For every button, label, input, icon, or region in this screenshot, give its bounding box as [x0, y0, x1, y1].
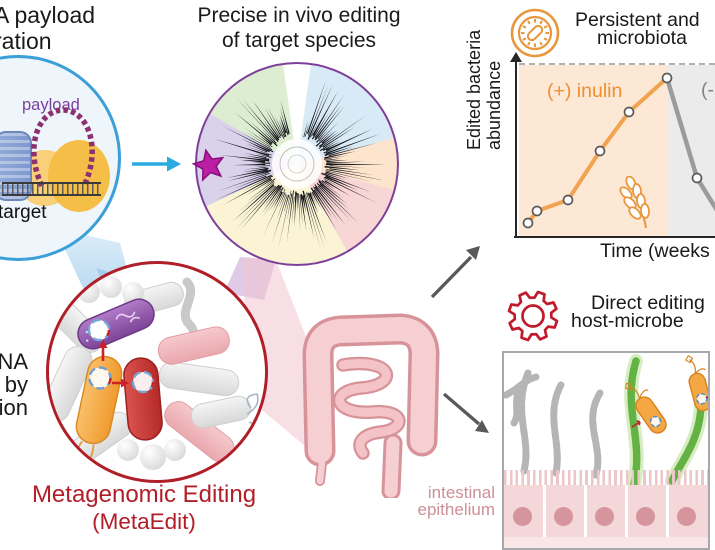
- edited-purple-bacterium: [77, 298, 155, 350]
- red-edit-mark-1: [631, 420, 641, 428]
- red-plasmid-red-arc: [131, 370, 155, 394]
- gray-arrow-up-shaft: [430, 255, 473, 299]
- orange-plasmid: [88, 366, 112, 390]
- epithelium-label-line2: epithelium: [417, 500, 496, 519]
- cell-border: [666, 485, 669, 537]
- tree-title-line2: of target species: [221, 29, 377, 52]
- epithelium-label-line1: intestinal: [427, 483, 495, 502]
- orange-plasmid-red-arc: [88, 366, 112, 390]
- gray-arrow-up-head: [466, 246, 480, 260]
- tree-panel-title: Precise in vivo editing of target specie…: [185, 3, 413, 53]
- edited-orange-bacterium-1: [624, 382, 667, 434]
- phylogenetic-tree-circle: [195, 62, 399, 266]
- metaedit-community-circle: [46, 261, 268, 483]
- cell-nucleus: [595, 507, 614, 526]
- metaedit-caption-line2: (MetaEdit): [92, 509, 196, 534]
- target-dna-ladder: [2, 182, 101, 196]
- payload-heading-line2: ration: [0, 28, 52, 54]
- intestinal-epithelium-label: intestinal epithelium: [383, 483, 496, 519]
- epithelial-cell-row: [504, 485, 708, 537]
- gray-arrow-down-head: [475, 420, 489, 433]
- red-edit-mark-2: [705, 396, 708, 399]
- payload-heading-line1: A payload: [0, 2, 96, 28]
- epithelium-bacteria: [504, 354, 708, 485]
- payload-integration-heading: A payload ration: [0, 2, 95, 54]
- purple-plasmid-red-arc: [87, 318, 111, 342]
- persistence-heading-line1: Persistent and: [575, 9, 700, 31]
- payload-dna-loop: [31, 107, 95, 188]
- protein-blob-yellow: [48, 140, 110, 212]
- basement-band: [504, 537, 708, 548]
- red-plasmid: [131, 370, 155, 394]
- gray-arrow-down-shaft: [442, 392, 481, 426]
- chart-y-axis: [515, 60, 518, 238]
- cell-nucleus: [677, 507, 696, 526]
- chart-x-axis-label: Time (weeks: [600, 240, 710, 262]
- minus-inulin-label: (-: [701, 79, 714, 101]
- persistence-timer-icon: [510, 8, 560, 58]
- target-species-star-icon: [191, 148, 225, 182]
- intestine-illustration: [302, 313, 440, 498]
- tree-title-line1: Precise in vivo editing: [197, 4, 401, 27]
- bacteria-community: [49, 276, 263, 470]
- conjugation-delivery-text: NA by ion: [0, 350, 28, 419]
- cell-nucleus: [636, 507, 655, 526]
- transfer-arrow-right-head: [121, 378, 129, 388]
- abundance-plot: [522, 72, 715, 229]
- recipient-red-bacterium: [123, 357, 163, 441]
- cell-border: [625, 485, 628, 537]
- direct-editing-heading-line1: Direct editing: [591, 292, 705, 314]
- cyan-arrow-head: [167, 156, 181, 172]
- phylogenetic-tree: [214, 79, 386, 251]
- cell-border: [543, 485, 546, 537]
- cell-nucleus: [554, 507, 573, 526]
- cell-border: [584, 485, 587, 537]
- transfer-arrow-up-head: [98, 340, 108, 348]
- gear-icon: [507, 290, 559, 342]
- conjugation-text-line2: by: [4, 372, 28, 397]
- direct-editing-heading-line2: host-microbe: [571, 310, 684, 332]
- plus-inulin-label: (+) inulin: [547, 80, 623, 102]
- conjugation-text-line3: ion: [0, 395, 28, 420]
- target-label: target: [0, 202, 47, 223]
- metaedit-caption-line1: Metagenomic Editing: [31, 481, 257, 508]
- purple-plasmid: [87, 318, 111, 342]
- chart-y-axis-arrowhead: [510, 52, 522, 62]
- cell-nucleus: [513, 507, 532, 526]
- chart-x-axis: [514, 236, 715, 239]
- chart-top-dashed-border: [519, 63, 715, 65]
- wheat-inulin-icon: [619, 176, 650, 229]
- microvilli-brush-border: [504, 470, 708, 485]
- persistence-heading-line2: microbiota: [597, 27, 687, 49]
- metaedit-caption: Metagenomic Editing (MetaEdit): [0, 481, 288, 535]
- epithelium-panel: [502, 351, 710, 550]
- conjugation-text-line1: NA: [0, 349, 28, 374]
- edited-orange-bacterium-2: [685, 355, 708, 412]
